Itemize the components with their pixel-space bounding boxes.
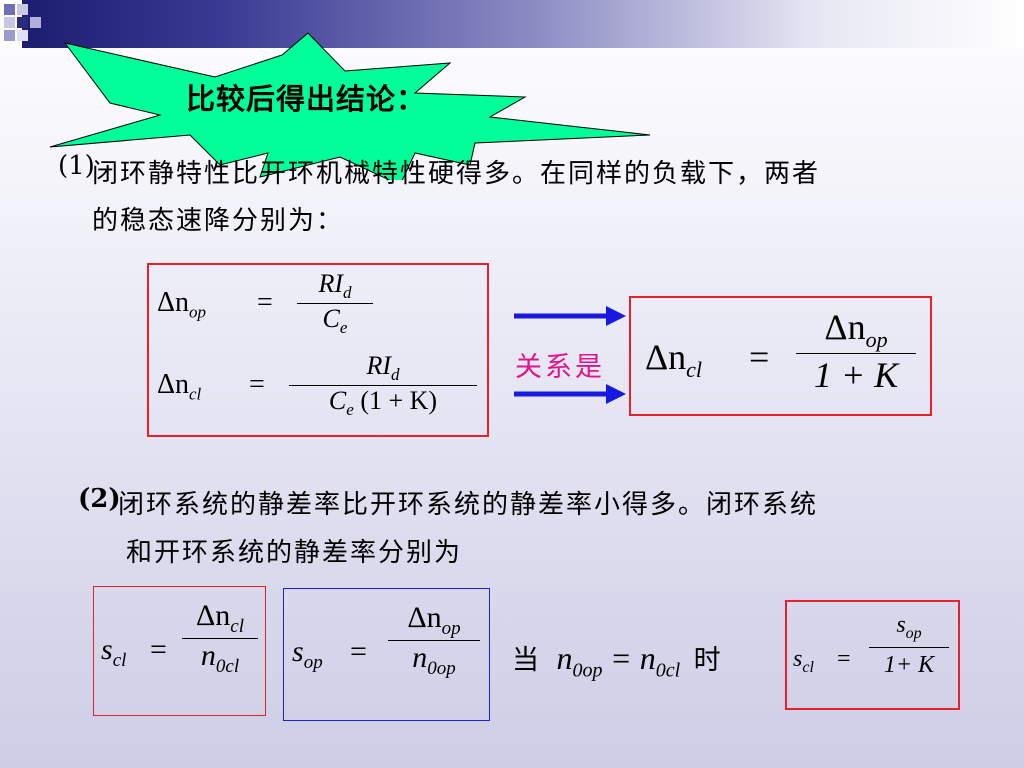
point2-number: (2) — [78, 484, 121, 514]
slip-relation-box: scl = sop 1+ K — [785, 600, 960, 710]
eq2-equals: = — [249, 369, 265, 400]
deco-square — [4, 17, 15, 28]
deco-square — [4, 4, 15, 15]
eq2-fraction: RId Ce (1 + K) — [289, 351, 477, 420]
open-loop-slip-box: sop = Δnop n0op — [283, 588, 490, 721]
eq1-equals: = — [257, 287, 273, 318]
burst-title: 比较后得出结论： — [186, 82, 427, 116]
arrow-head-bottom — [606, 384, 626, 404]
box2-equals: = — [749, 337, 770, 377]
box3-equals: = — [150, 633, 167, 666]
box4-lhs: sop — [292, 635, 323, 673]
deco-square — [17, 4, 28, 15]
eq2-lhs: Δncl — [157, 369, 202, 404]
box3-fraction: Δncl n0cl — [182, 599, 258, 678]
point1-number: (1) — [58, 151, 95, 181]
box3-lhs: scl — [101, 633, 127, 671]
box2-lhs: Δncl — [645, 337, 703, 383]
box2-fraction: Δnop 1 + K — [796, 306, 916, 396]
point1-line2: 的稳态速降分别为： — [92, 206, 345, 236]
deco-square — [4, 30, 15, 41]
eq1-lhs: Δnop — [157, 287, 207, 322]
condition-text: 当 n0op = n0cl 时 — [512, 640, 721, 682]
box5-lhs: scl — [793, 646, 814, 676]
point2-line1: 闭环系统的静差率比开环系统的静差率小得多。闭环系统 — [118, 490, 819, 520]
box4-fraction: Δnop n0op — [388, 601, 480, 680]
box5-equals: = — [837, 646, 851, 672]
box5-fraction: sop 1+ K — [869, 612, 949, 679]
relation-formula-box: Δncl = Δnop 1 + K — [629, 296, 932, 416]
closed-loop-slip-box: scl = Δncl n0cl — [93, 586, 266, 716]
deco-square — [17, 30, 28, 41]
arrow-head-top — [606, 306, 626, 326]
deco-square — [17, 17, 28, 28]
starburst-shape — [49, 32, 651, 180]
point2-line2: 和开环系统的静差率分别为 — [126, 538, 463, 568]
eq1-fraction: RId Ce — [297, 269, 373, 338]
drop-formulas-box: Δnop = RId Ce Δncl = RId Ce (1 + K) — [147, 263, 489, 437]
relation-label: 关系是 — [515, 352, 605, 383]
point1-line1: 闭环静特性比开环机械特性硬得多。在同样的负载下，两者 — [92, 159, 821, 189]
deco-square — [30, 17, 41, 28]
box4-equals: = — [350, 635, 367, 668]
relation-arrows — [514, 306, 626, 404]
header-gradient-bar — [22, 0, 1024, 48]
